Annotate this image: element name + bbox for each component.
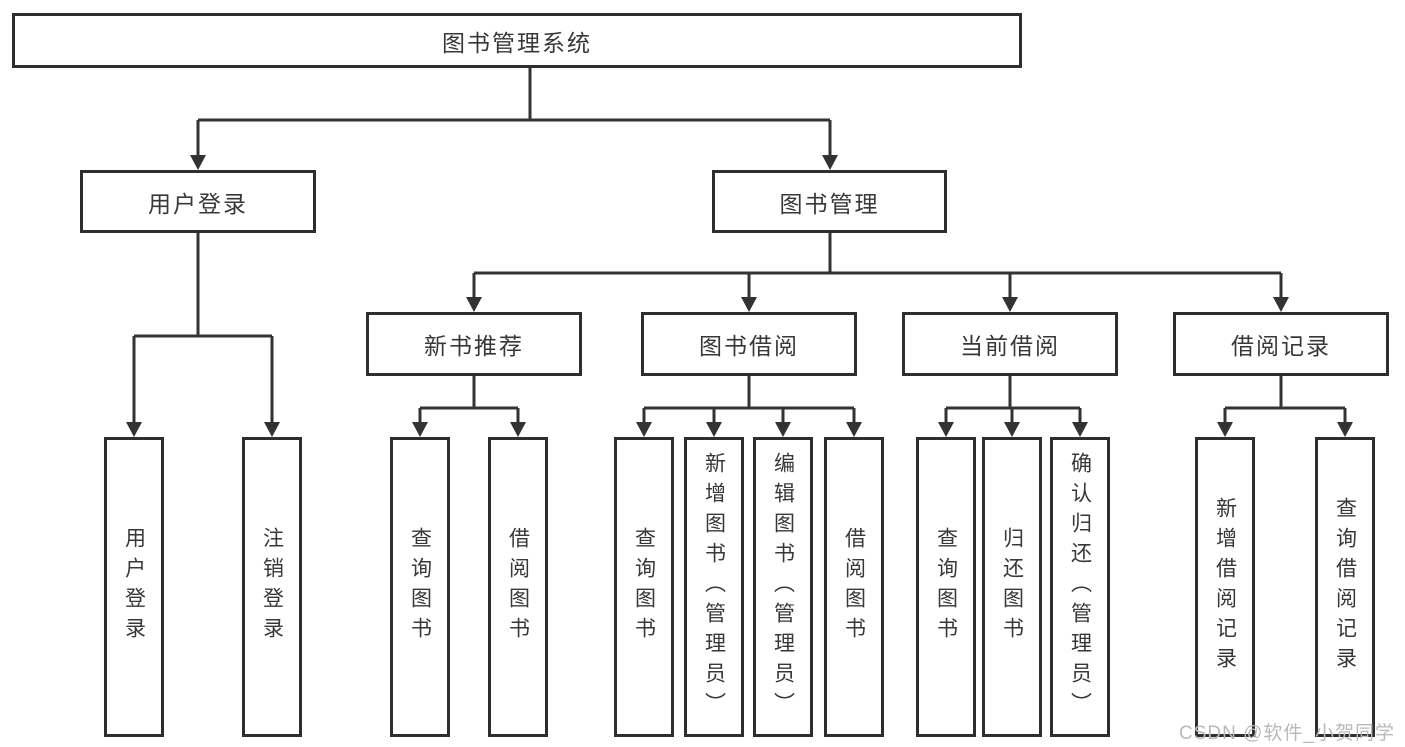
- leaf-user-login: 用户登录: [104, 437, 164, 737]
- leaf-return-books: 归还图书: [982, 437, 1042, 737]
- node-root-system: 图书管理系统: [12, 13, 1022, 68]
- leaf-borrow-books-recommend: 借阅图书: [488, 437, 548, 737]
- leaf-confirm-return-admin: 确认归还（管理员）: [1050, 437, 1110, 737]
- node-new-book-recommendation: 新书推荐: [366, 312, 582, 376]
- leaf-borrow-books-borrowing: 借阅图书: [824, 437, 884, 737]
- leaf-logout: 注销登录: [242, 437, 302, 737]
- leaf-edit-books-admin: 编辑图书（管理员）: [753, 437, 813, 737]
- leaf-query-books-borrowing: 查询图书: [614, 437, 674, 737]
- node-current-borrowing: 当前借阅: [902, 312, 1118, 376]
- leaf-query-borrow-record: 查询借阅记录: [1315, 437, 1375, 737]
- leaf-query-books-recommend: 查询图书: [390, 437, 450, 737]
- node-user-login: 用户登录: [80, 170, 316, 233]
- csdn-watermark: CSDN @软件_小贺同学: [1179, 723, 1395, 744]
- leaf-add-books-admin: 新增图书（管理员）: [684, 437, 744, 737]
- node-borrowing-records: 借阅记录: [1173, 312, 1389, 376]
- node-book-borrowing: 图书借阅: [641, 312, 857, 376]
- leaf-query-books-current: 查询图书: [916, 437, 976, 737]
- leaf-add-borrow-record: 新增借阅记录: [1195, 437, 1255, 737]
- node-book-management: 图书管理: [712, 170, 947, 233]
